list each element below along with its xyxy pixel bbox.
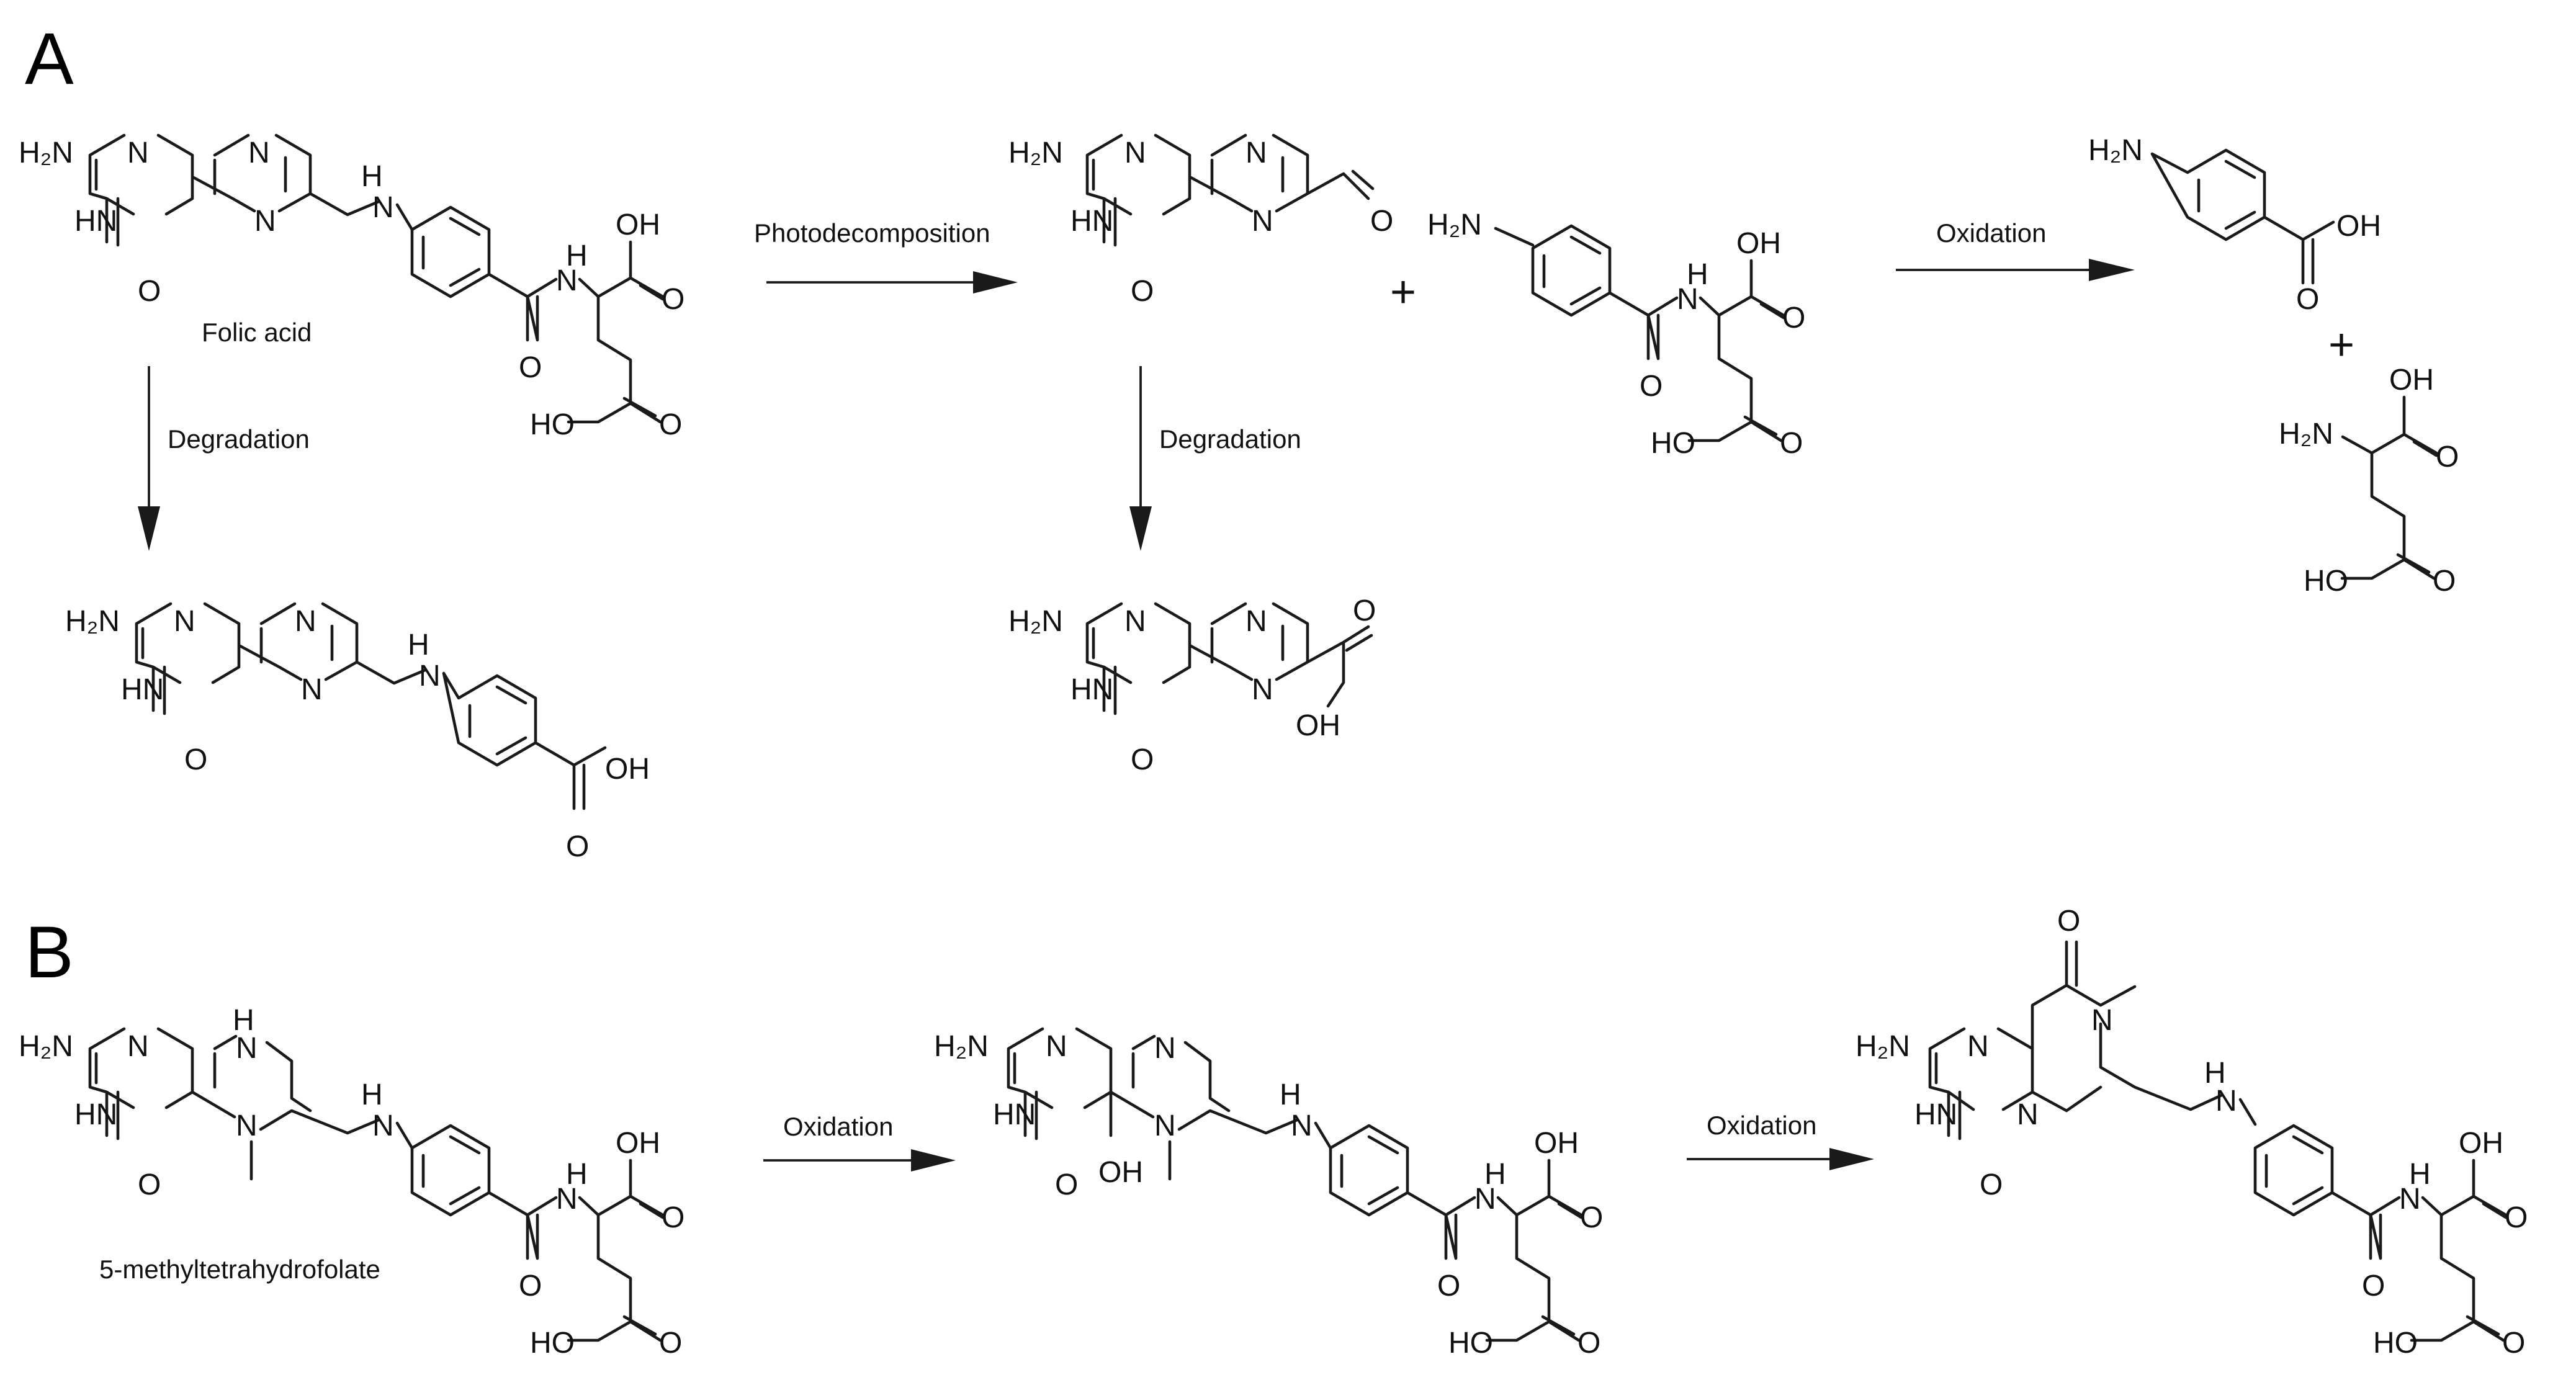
- caption-folic-acid: Folic acid: [202, 318, 312, 347]
- atom-n8: N: [1154, 1032, 1176, 1065]
- atom-n-methyl: N: [2091, 1004, 2113, 1037]
- atom-n1: N: [1046, 1030, 1067, 1063]
- atom-acid-oh: OH: [2389, 364, 2434, 397]
- atom-hn3: HN: [1070, 205, 1113, 238]
- atom-n5: N: [1252, 205, 1273, 238]
- label-degradation-2: Degradation: [1159, 424, 1301, 454]
- atom-hn3: HN: [74, 1098, 117, 1131]
- atom-acid-o: O: [2436, 441, 2459, 473]
- label-oxidation-b2: Oxidation: [1707, 1111, 1816, 1140]
- arrow-photodecomposition: [766, 271, 1018, 293]
- plus-sign-1: +: [1390, 267, 1416, 317]
- atom-n8: N: [236, 1032, 258, 1065]
- atom-o4: O: [138, 1168, 161, 1201]
- atom-n5: N: [1154, 1109, 1176, 1142]
- atom-h: H: [1280, 1078, 1301, 1111]
- arrow-degradation-1: [138, 366, 160, 551]
- atom-n8: N: [1245, 137, 1267, 169]
- caption-5-methyltetrahydrofolate: 5-methyltetrahydrofolate: [99, 1255, 380, 1284]
- atom-o4: O: [1980, 1168, 2003, 1201]
- atom-n10: N: [1291, 1109, 1313, 1142]
- structure-glutamic-acid: H₂N OH O HO O: [2279, 364, 2459, 598]
- panel-label-b: B: [25, 912, 74, 993]
- atom-n1: N: [127, 1030, 149, 1063]
- structure-triazine-product: H₂N N O N HN N O H N: [1856, 905, 2528, 1360]
- atom-n1: N: [1124, 137, 1146, 169]
- atom-n5: N: [1252, 673, 1273, 706]
- arrow-oxidation-b1: [763, 1149, 956, 1172]
- atom-o4: O: [1131, 275, 1154, 308]
- structure-pterin-carboxylic-acid: H₂N N N HN N O O OH: [1008, 594, 1376, 776]
- atom-n10: N: [2215, 1085, 2237, 1118]
- atom-hn3: HN: [993, 1098, 1036, 1131]
- atom-acid-o: O: [2296, 283, 2319, 316]
- structure-4a-hydroxy-intermediate: H₂N N N HN N O OH H N: [934, 1027, 1603, 1360]
- structure-paba: H₂N OH O: [2088, 134, 2381, 316]
- structure-formylpterin: H₂N N N HN N O O: [1008, 133, 1393, 308]
- atom-n1: N: [1124, 605, 1146, 638]
- atom-n5: N: [2017, 1098, 2039, 1131]
- structure-folic-acid: [19, 135, 684, 441]
- atom-nh2: H₂N: [1008, 605, 1063, 638]
- atom-acid-o: O: [566, 830, 589, 863]
- atom-acid-o: O: [1353, 594, 1376, 627]
- label-degradation-1: Degradation: [168, 424, 310, 454]
- atom-acid-oh: OH: [605, 753, 650, 786]
- label-photodecomposition: Photodecomposition: [754, 218, 990, 248]
- atom-n10: N: [372, 1109, 394, 1142]
- atom-aldehyde-o: O: [1370, 205, 1393, 238]
- atom-hn3: HN: [1070, 673, 1113, 706]
- label-oxidation-a: Oxidation: [1936, 218, 2046, 248]
- structure-pteroic-acid: OH O: [65, 604, 650, 863]
- atom-n5: N: [236, 1109, 258, 1142]
- atom-h: H: [2204, 1057, 2226, 1090]
- atom-o4: O: [1131, 743, 1154, 776]
- atom-nh2: H₂N: [19, 1030, 73, 1063]
- atom-o: O: [2057, 905, 2080, 938]
- atom-n8: N: [1245, 605, 1267, 638]
- arrow-degradation-2: [1129, 366, 1152, 551]
- label-oxidation-b1: Oxidation: [783, 1112, 893, 1141]
- atom-n1: N: [1967, 1030, 1989, 1063]
- atom-nh2: H₂N: [1856, 1030, 1910, 1063]
- atom-nh2: H₂N: [2279, 418, 2333, 450]
- atom-h: H: [361, 1078, 383, 1111]
- atom-side-ho: HO: [2304, 565, 2348, 598]
- atom-nh2: H₂N: [934, 1030, 989, 1063]
- atom-nh2: H₂N: [1008, 137, 1063, 169]
- atom-side-o: O: [2433, 565, 2456, 598]
- structure-5-methyltetrahydrofolate: H₂N N H N HN N O H N: [19, 1004, 684, 1360]
- atom-hn3: HN: [1914, 1098, 1957, 1131]
- panel-label-a: A: [25, 18, 74, 100]
- arrow-oxidation-b2: [1687, 1148, 1874, 1170]
- atom-acid-oh: OH: [1296, 709, 1340, 742]
- atom-o4: O: [1055, 1168, 1078, 1201]
- structure-pabaglu: H₂N: [1427, 208, 1805, 460]
- atom-nh2: H₂N: [1427, 208, 1482, 241]
- atom-oh: OH: [1098, 1156, 1143, 1189]
- atom-nh2: H₂N: [2088, 134, 2143, 167]
- arrow-oxidation-a: [1896, 259, 2135, 281]
- atom-h8: H: [233, 1004, 254, 1037]
- atom-acid-oh: OH: [2336, 210, 2381, 243]
- plus-sign-2: +: [2328, 320, 2354, 370]
